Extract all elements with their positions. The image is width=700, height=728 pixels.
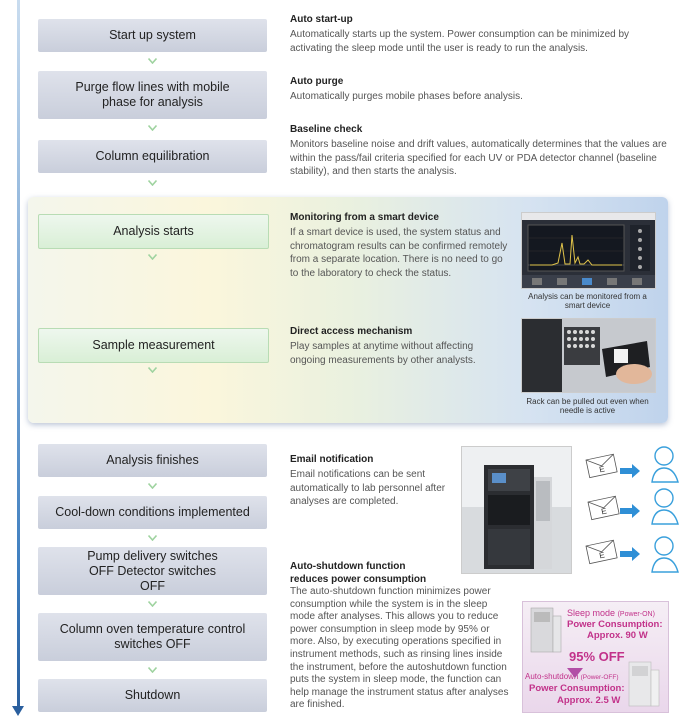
sleep-mode-label: Sleep mode [567,608,616,618]
chevron-down-icon [148,58,157,64]
auto-shutdown-title: Auto-shutdown function reduces power con… [290,561,427,585]
hplc-instrument-image [461,446,572,574]
step-column-equilibration: Column equilibration [38,140,267,173]
step-label: Column equilibration [95,149,210,163]
off-consumption-value: Approx. 2.5 W [557,695,621,706]
timeline-arrow-icon [12,706,24,716]
step-label: Sample measurement [92,338,215,352]
envelope-icon: E [585,539,618,565]
auto-startup-title: Auto start-up [290,14,353,25]
chevron-down-icon [148,180,157,186]
step-sample-measurement: Sample measurement [38,328,269,363]
sleep-mode-tag: (Power-ON) [617,611,655,618]
auto-purge-title: Auto purge [290,76,344,87]
smart-device-image [521,212,656,289]
arrow-right-icon [620,464,640,478]
off-consumption-label: Power Consumption: [529,683,625,694]
step-label: Column oven temperature control switches… [59,622,246,651]
smart-device-title: Monitoring from a smart device [290,212,439,223]
step-pump-detector-off: Pump delivery switches OFF Detector swit… [38,547,267,595]
person-icon [651,488,679,525]
auto-startup-text: Automatically starts up the system. Powe… [290,29,630,54]
timeline-line [17,0,20,712]
chevron-down-icon [148,483,157,489]
step-label: Analysis finishes [106,453,199,467]
auto-purge-text: Automatically purges mobile phases befor… [290,91,523,102]
step-analysis-finishes: Analysis finishes [38,444,267,477]
direct-access-text: Play samples at anytime without affectin… [290,341,476,366]
step-purge: Purge flow lines with mobile phase for a… [38,71,267,119]
envelope-letter: E [598,550,605,560]
step-label: Start up system [109,28,196,42]
person-icon [651,446,679,483]
chevron-down-icon [148,367,157,373]
smart-device-text: If a smart device is used, the system st… [290,227,508,279]
person-icon [651,536,679,573]
email-notification-text: Email notifications can be sent automati… [290,469,446,507]
step-column-oven-off: Column oven temperature control switches… [38,613,267,661]
chevron-down-icon [148,601,157,607]
sleep-consumption-label: Power Consumption: [567,619,663,630]
step-start-up: Start up system [38,19,267,52]
auto-shutdown-tag: (Power-OFF) [580,674,619,681]
envelope-icon: E [585,453,618,479]
direct-access-title: Direct access mechanism [290,326,413,337]
sample-rack-caption: Rack can be pulled out even when needle … [526,397,649,415]
envelope-letter: E [600,506,607,516]
arrow-right-icon [620,547,640,561]
step-label: Analysis starts [113,224,194,238]
email-notification-title: Email notification [290,454,374,465]
arrow-right-icon [620,504,640,518]
sleep-consumption-value: Approx. 90 W [587,630,648,641]
instrument-off-icon [628,661,660,707]
step-analysis-starts: Analysis starts [38,214,269,249]
envelope-letter: E [598,464,605,474]
step-cool-down: Cool-down conditions implemented [38,496,267,529]
step-label: Purge flow lines with mobile phase for a… [75,80,230,109]
chevron-down-icon [148,125,157,131]
auto-shutdown-text: The auto-shutdown function minimizes pow… [290,586,509,711]
instrument-sleep-icon [530,607,562,653]
chevron-down-icon [148,535,157,541]
sample-rack-image [521,318,656,393]
smart-device-caption: Analysis can be monitored from a smart d… [528,292,647,310]
chevron-down-icon [148,667,157,673]
baseline-check-title: Baseline check [290,124,363,135]
envelope-icon: E [587,495,620,521]
power-savings-badge: 95% OFF [569,649,625,664]
step-label: Shutdown [124,688,181,702]
step-label: Cool-down conditions implemented [55,505,250,519]
reduction-arrow-icon [567,668,583,678]
auto-shutdown-label: Auto-shutdown [525,672,579,681]
baseline-check-text: Monitors baseline noise and drift values… [290,139,667,177]
step-label: Pump delivery switches OFF Detector swit… [87,548,218,593]
power-consumption-panel: Sleep mode (Power-ON) Power Consumption:… [522,601,669,713]
chevron-down-icon [148,254,157,260]
step-shutdown: Shutdown [38,679,267,712]
